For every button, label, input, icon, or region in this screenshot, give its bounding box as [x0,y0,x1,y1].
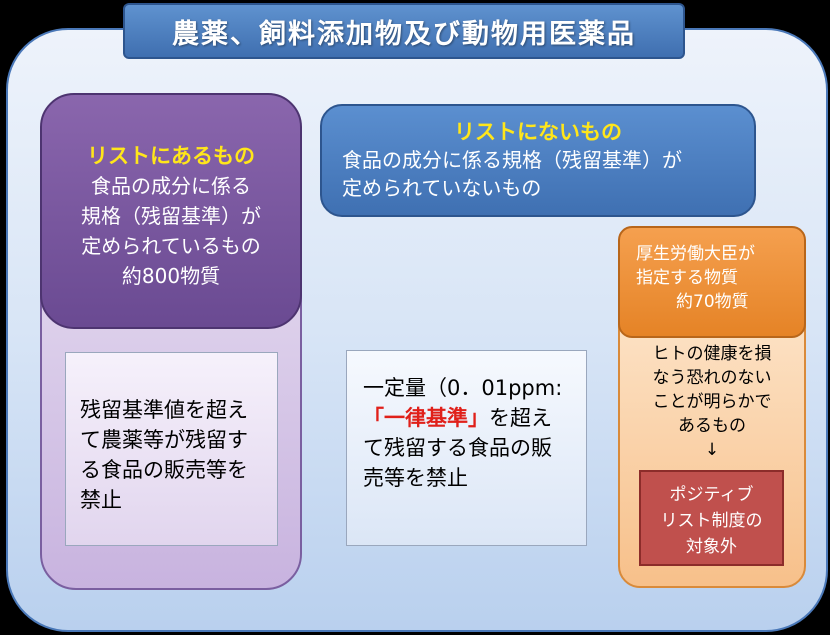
exempt-line: 対象外 [686,537,737,557]
exempt-line: リスト制度の [660,511,763,531]
designated-desc-line: ことが明らかで [652,392,772,412]
unlisted-desc-line: 食品の成分に係る規格（残留基準）が [342,148,682,172]
designated-desc-line: なう恐れのない [652,368,772,388]
listed-rule-line: る食品の販売等を [80,458,248,482]
unlisted-heading: リストにないもの [454,120,622,144]
designated-substances-header: 厚生労働大臣が 指定する物質 約70物質 [618,226,806,338]
listed-rule-line: て農薬等が残留す [80,428,248,452]
listed-desc-line: 規格（残留基準）が [81,204,261,228]
listed-rule-line: 禁止 [80,488,122,512]
listed-desc-line: 定められているもの [81,234,261,258]
uniform-rule-line: て残留する食品の販 [363,436,552,460]
unlisted-desc-line: 定められていないもの [342,176,542,200]
diagram-title: 農薬、飼料添加物及び動物用医薬品 [123,3,685,59]
designated-description: ヒトの健康を損 なう恐れのない ことが明らかで あるもの ↓ [618,342,806,462]
designated-heading-line: 厚生労働大臣が [636,244,755,264]
listed-heading: リストにあるもの [87,144,255,168]
uniform-standard-label: 「一律基準」 [363,406,489,430]
unlisted-substances-header: リストにないもの 食品の成分に係る規格（残留基準）が 定められていないもの [320,104,756,217]
listed-substances-header: リストにあるもの 食品の成分に係る 規格（残留基準）が 定められているもの 約8… [40,93,302,329]
designated-heading-line: 約70物質 [676,292,749,312]
exempt-box: ポジティブ リスト制度の 対象外 [639,470,784,566]
uniform-rule-line: 一定量（0．01ppm: [363,376,563,400]
designated-heading-line: 指定する物質 [636,268,738,288]
down-arrow-icon: ↓ [704,440,720,460]
designated-desc-line: あるもの [678,416,746,436]
uniform-standard-box: 一定量（0．01ppm: 「一律基準」を超え て残留する食品の販 売等を禁止 [346,350,587,546]
exempt-line: ポジティブ [669,485,754,505]
designated-desc-line: ヒトの健康を損 [652,344,772,364]
uniform-rule-text: を超え [489,406,552,430]
listed-desc-line: 食品の成分に係る [91,174,251,198]
uniform-rule-line: 売等を禁止 [363,466,468,490]
listed-rule-box: 残留基準値を超え て農薬等が残留す る食品の販売等を 禁止 [65,352,278,546]
listed-rule-line: 残留基準値を超え [80,398,248,422]
uniform-rule-line: 「一律基準」を超え [363,403,578,433]
listed-desc-line: 約800物質 [121,264,221,288]
